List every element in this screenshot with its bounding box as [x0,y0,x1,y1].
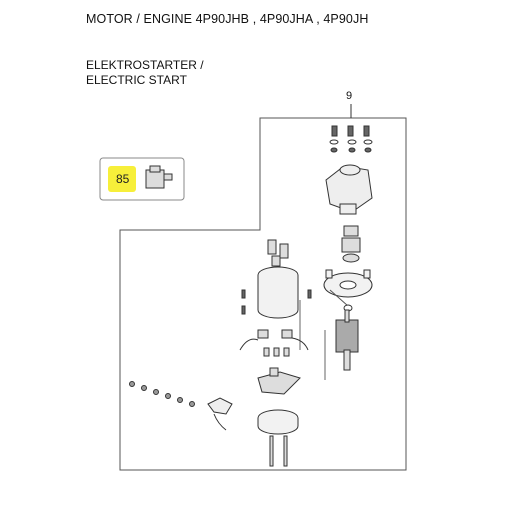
assembly-frame [119,117,407,471]
section-heading-line-2: ELECTRIC START [86,73,187,87]
section-heading: ELEKTROSTARTER / ELECTRIC START [86,58,204,88]
terminal-wire [207,397,233,431]
callout-85-highlight[interactable] [108,166,136,192]
guide-lines [299,300,326,380]
section-heading-line-1: ELEKTROSTARTER / [86,58,204,72]
housing-screws [241,289,312,315]
brush-holder [257,367,301,395]
callout-85-label[interactable]: 85 [116,172,130,186]
brushes [257,329,293,357]
armature [335,309,359,371]
pinion-gear [341,225,361,263]
rear-cover [257,409,299,435]
assembly-number-label: 9 [346,90,353,102]
relay-part [145,165,173,189]
page-title: MOTOR / ENGINE 4P90JHB , 4P90JHA , 4P90J… [86,12,369,26]
motor-housing [257,266,299,319]
brush-spring-right [291,337,309,351]
magnets [267,239,289,267]
top-screws [329,125,373,153]
end-plate [323,269,373,298]
fastener-row [129,381,195,407]
connector-line [329,289,349,307]
gear-housing [325,164,373,215]
brush-spring-left [239,338,259,351]
through-bolts [269,435,288,467]
